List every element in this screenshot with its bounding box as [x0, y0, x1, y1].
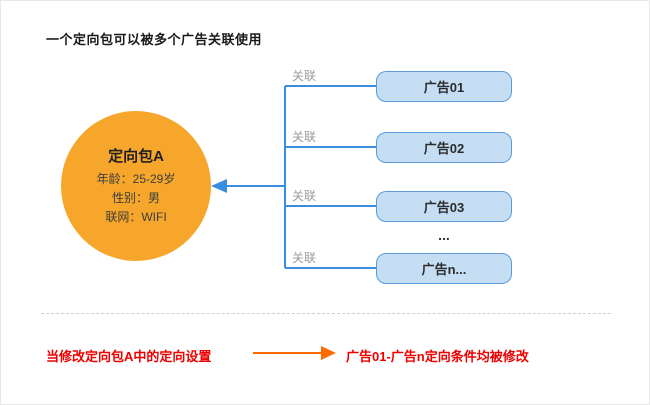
- package-name: 定向包A: [108, 148, 164, 165]
- ad-label: 广告01: [423, 80, 465, 95]
- footer-arrowhead-icon: [321, 346, 336, 360]
- edge-label-1: 关联: [292, 69, 317, 83]
- footer-note-left: 当修改定向包A中的定向设置: [46, 349, 212, 364]
- package-attr-network: 联网：WIFI: [105, 210, 167, 224]
- ad-node-03: 广告03: [376, 191, 512, 222]
- edge-label-4: 关联: [292, 251, 317, 265]
- ad-label: 广告n...: [421, 262, 467, 277]
- dashed-divider: [41, 313, 611, 314]
- ad-node-01: 广告01: [376, 71, 512, 102]
- footer-note-right: 广告01-广告n定向条件均被修改: [346, 349, 529, 364]
- ad-label: 广告02: [423, 141, 465, 156]
- package-attr-age: 年龄：25-29岁: [96, 172, 176, 186]
- arrowhead-left-icon: [211, 179, 227, 193]
- ad-list-ellipsis: ...: [438, 227, 450, 243]
- page-title: 一个定向包可以被多个广告关联使用: [46, 32, 263, 47]
- ad-label: 广告03: [423, 200, 465, 215]
- ad-node-02: 广告02: [376, 132, 512, 163]
- package-attr-gender: 性别：男: [111, 191, 160, 205]
- edge-label-3: 关联: [292, 189, 317, 203]
- ad-node-n: 广告n...: [376, 253, 512, 284]
- edge-label-2: 关联: [292, 130, 317, 144]
- targeting-package-node: 定向包A 年龄：25-29岁 性别：男 联网：WIFI: [61, 111, 211, 261]
